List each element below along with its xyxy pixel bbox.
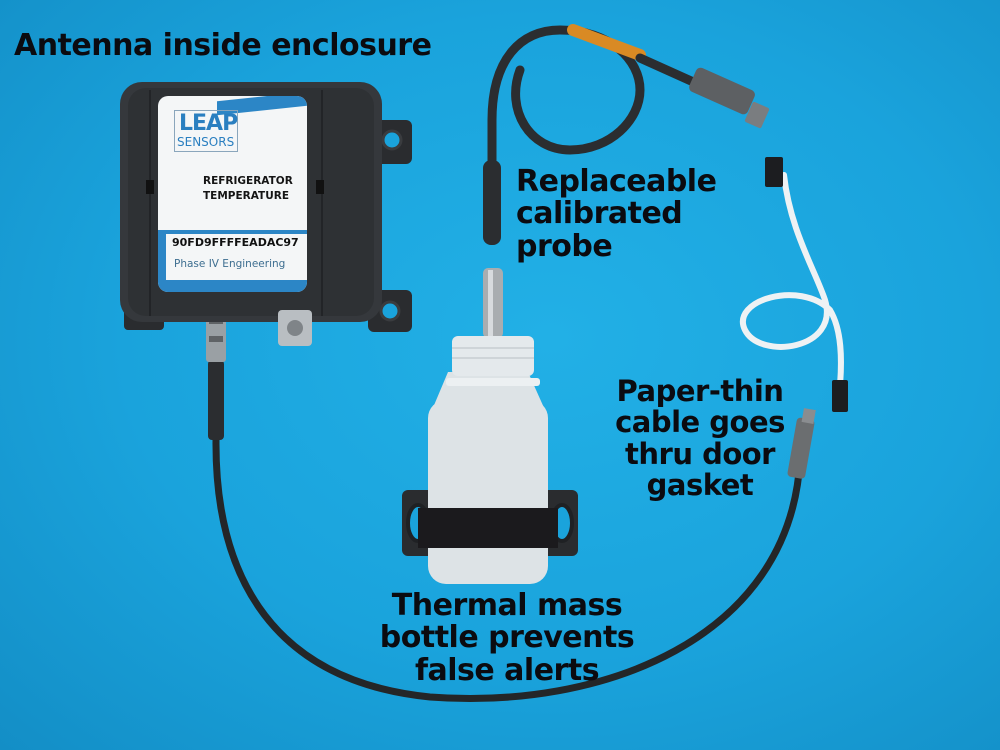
device-maker: Phase IV Engineering xyxy=(174,258,286,270)
flat-ribbon-cable xyxy=(740,172,844,388)
device-label: LEAP SENSORS REFRIGERATOR TEMPERATURE 90… xyxy=(158,96,307,292)
thermal-mass-bottle xyxy=(428,400,548,584)
cable-connector-right xyxy=(787,417,815,479)
device-serial: 90FD9FFFFEADAC97 xyxy=(172,236,299,249)
cable-connector-left xyxy=(208,360,224,440)
extension-cable xyxy=(212,366,804,703)
callout-bottle: Thermal mass bottle prevents false alert… xyxy=(379,588,635,688)
leap-sensors-logo: LEAP SENSORS xyxy=(174,110,238,152)
device-title: REFRIGERATOR TEMPERATURE xyxy=(203,175,293,202)
callout-antenna: Antenna inside enclosure xyxy=(14,28,432,63)
callout-probe: Replaceable calibrated probe xyxy=(516,164,717,264)
callout-cable: Paper-thin cable goes thru door gasket xyxy=(615,374,785,502)
calibrated-probe xyxy=(487,25,645,245)
